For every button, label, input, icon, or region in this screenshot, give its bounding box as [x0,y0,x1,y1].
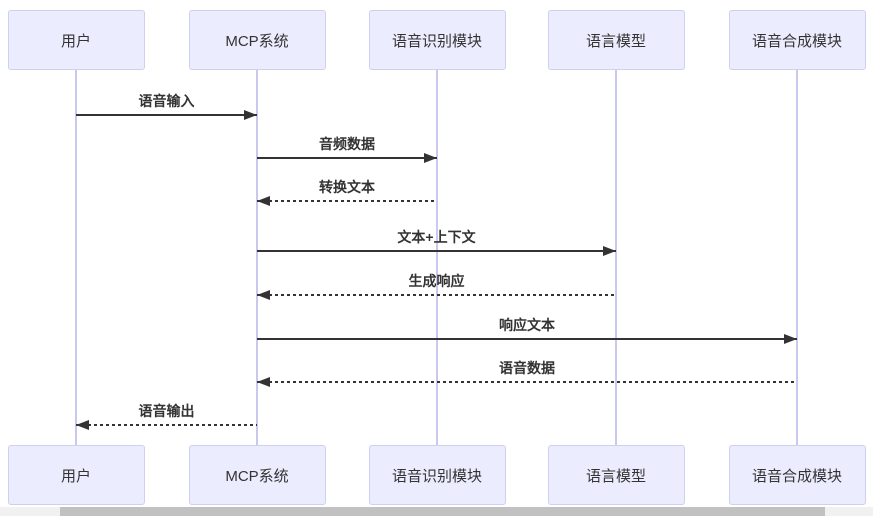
actor-box-bottom-user: 用户 [7,445,145,505]
arrowhead-left-icon [257,290,270,300]
lifeline-mcp-system [256,70,258,445]
message-line-7 [76,424,257,426]
actor-box-bottom-speech-recognition: 语音识别模块 [368,445,506,505]
actor-box-top-mcp-system: MCP系统 [188,10,326,70]
message-label-0: 语音输入 [138,93,195,109]
message-label-7: 语音输出 [138,403,195,419]
actor-box-bottom-language-model: 语言模型 [547,445,685,505]
lifeline-speech-synthesis [796,70,798,445]
arrowhead-right-icon [244,110,257,120]
horizontal-scrollbar[interactable] [0,507,873,516]
actor-box-top-speech-recognition: 语音识别模块 [368,10,506,70]
message-line-2 [257,200,437,202]
lifeline-language-model [615,70,617,445]
arrowhead-left-icon [76,420,89,430]
message-line-5 [257,338,797,340]
message-line-3 [257,250,616,252]
actor-box-top-language-model: 语言模型 [547,10,685,70]
arrowhead-right-icon [784,334,797,344]
message-line-1 [257,157,437,159]
message-label-6: 语音数据 [499,360,555,376]
message-label-1: 音频数据 [319,136,375,152]
message-label-3: 文本+上下文 [397,229,476,245]
scrollbar-thumb[interactable] [60,507,825,516]
lifeline-user [75,70,77,445]
message-line-0 [76,114,257,116]
arrowhead-left-icon [257,377,270,387]
arrowhead-left-icon [257,196,270,206]
actor-box-top-speech-synthesis: 语音合成模块 [728,10,866,70]
message-label-4: 生成响应 [408,273,465,289]
message-label-5: 响应文本 [499,317,555,333]
lifeline-speech-recognition [436,70,438,445]
message-label-2: 转换文本 [319,179,375,195]
message-line-6 [257,381,797,383]
actor-box-bottom-mcp-system: MCP系统 [188,445,326,505]
actor-box-top-user: 用户 [7,10,145,70]
arrowhead-right-icon [603,246,616,256]
actor-box-bottom-speech-synthesis: 语音合成模块 [728,445,866,505]
arrowhead-right-icon [424,153,437,163]
message-line-4 [257,294,616,296]
